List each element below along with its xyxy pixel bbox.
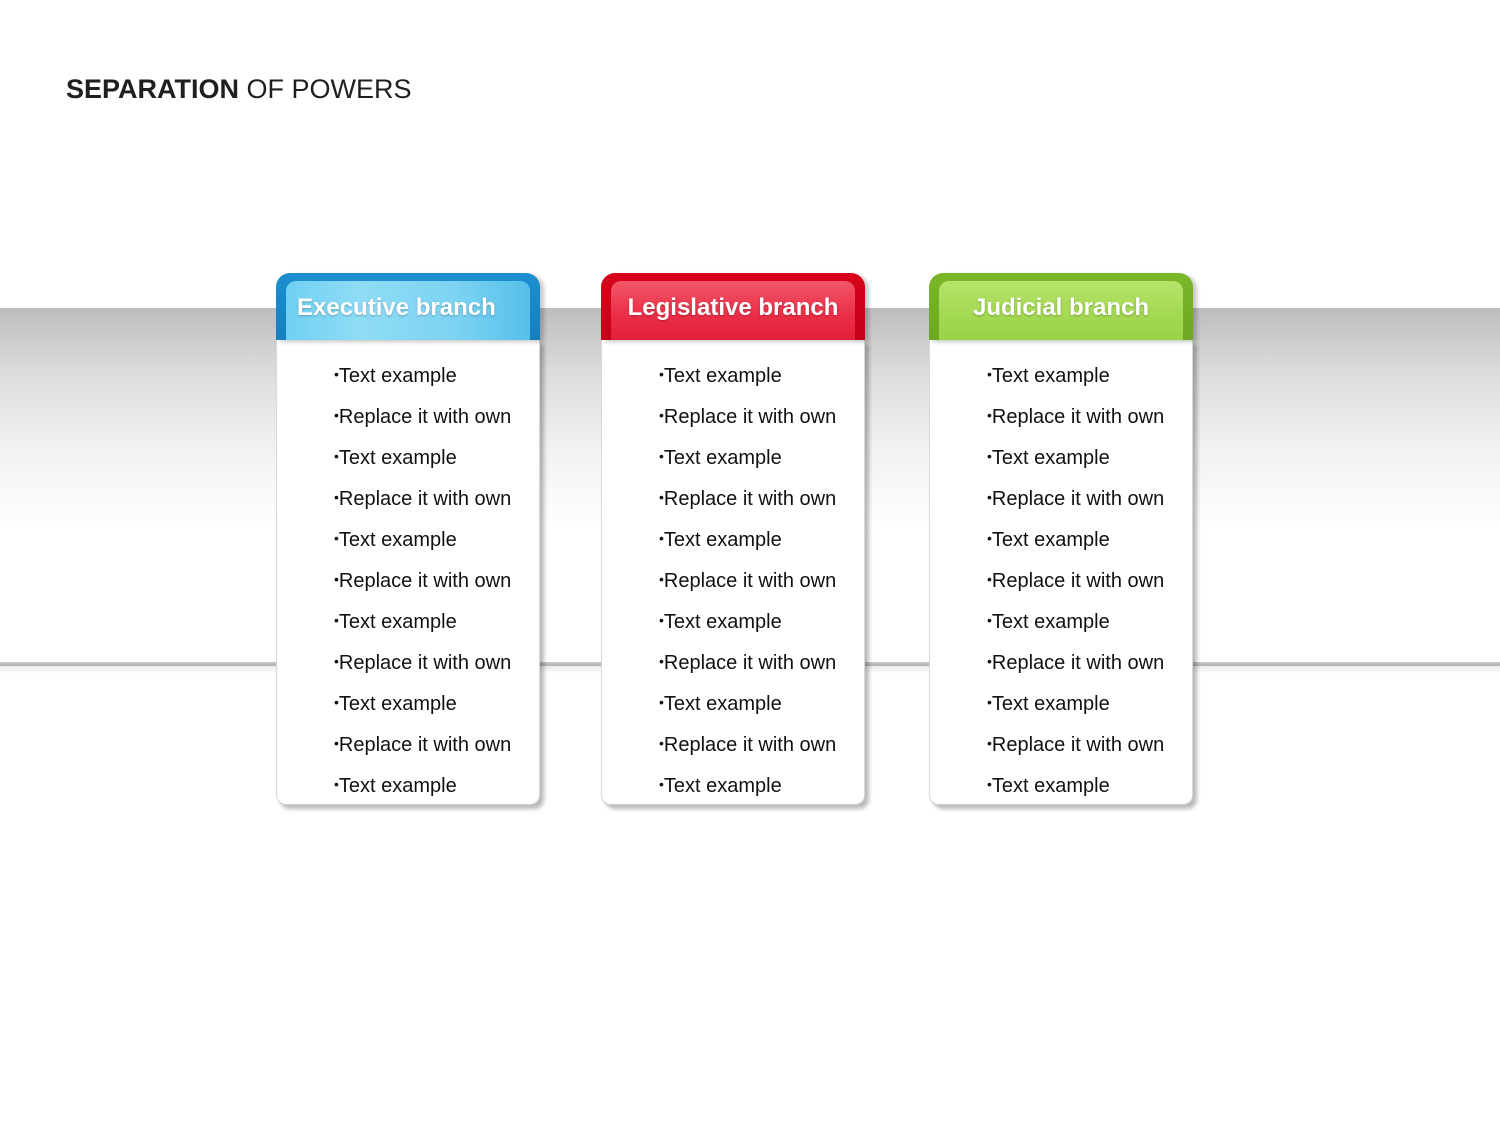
list-item: Text example	[957, 362, 1177, 391]
legislative-header: Legislative branch	[601, 273, 865, 340]
judicial-items: Text exampleReplace it with ownText exam…	[957, 362, 1177, 813]
list-item: Text example	[957, 608, 1177, 637]
list-item: Replace it with own	[957, 567, 1177, 596]
list-item: Text example	[304, 444, 524, 473]
list-item: Replace it with own	[629, 731, 849, 760]
list-item: Replace it with own	[304, 567, 524, 596]
legislative-title: Legislative branch	[627, 294, 839, 321]
judicial-header: Judicial branch	[929, 273, 1193, 340]
title-rest: OF POWERS	[239, 74, 412, 104]
executive-header-gloss	[286, 281, 530, 340]
executive-header: Executive branch	[276, 273, 540, 340]
list-item: Text example	[957, 772, 1177, 801]
judicial-header-gloss	[939, 281, 1183, 340]
list-item: Replace it with own	[957, 485, 1177, 514]
judicial-title: Judicial branch	[972, 294, 1150, 321]
list-item: Replace it with own	[957, 731, 1177, 760]
executive-items: Text exampleReplace it with ownText exam…	[304, 362, 524, 813]
title-bold: SEPARATION	[66, 74, 240, 104]
list-item: Text example	[957, 690, 1177, 719]
list-item: Replace it with own	[304, 485, 524, 514]
list-item: Replace it with own	[629, 649, 849, 678]
list-item: Replace it with own	[629, 567, 849, 596]
list-item: Text example	[957, 444, 1177, 473]
list-item: Replace it with own	[304, 649, 524, 678]
page-title: SEPARATION OF POWERS	[66, 74, 412, 105]
list-item: Text example	[629, 608, 849, 637]
list-item: Replace it with own	[304, 403, 524, 432]
list-item: Text example	[629, 526, 849, 555]
list-item: Text example	[629, 772, 849, 801]
list-item: Text example	[629, 444, 849, 473]
executive-title: Executive branch	[297, 294, 496, 321]
legislative-header-gloss	[611, 281, 855, 340]
list-item: Text example	[304, 362, 524, 391]
legislative-items: Text exampleReplace it with ownText exam…	[629, 362, 849, 813]
list-item: Text example	[957, 526, 1177, 555]
list-item: Text example	[304, 772, 524, 801]
list-item: Replace it with own	[629, 485, 849, 514]
list-item: Replace it with own	[629, 403, 849, 432]
list-item: Text example	[304, 526, 524, 555]
list-item: Replace it with own	[957, 403, 1177, 432]
list-item: Replace it with own	[957, 649, 1177, 678]
list-item: Replace it with own	[304, 731, 524, 760]
list-item: Text example	[629, 690, 849, 719]
list-item: Text example	[304, 608, 524, 637]
list-item: Text example	[629, 362, 849, 391]
list-item: Text example	[304, 690, 524, 719]
